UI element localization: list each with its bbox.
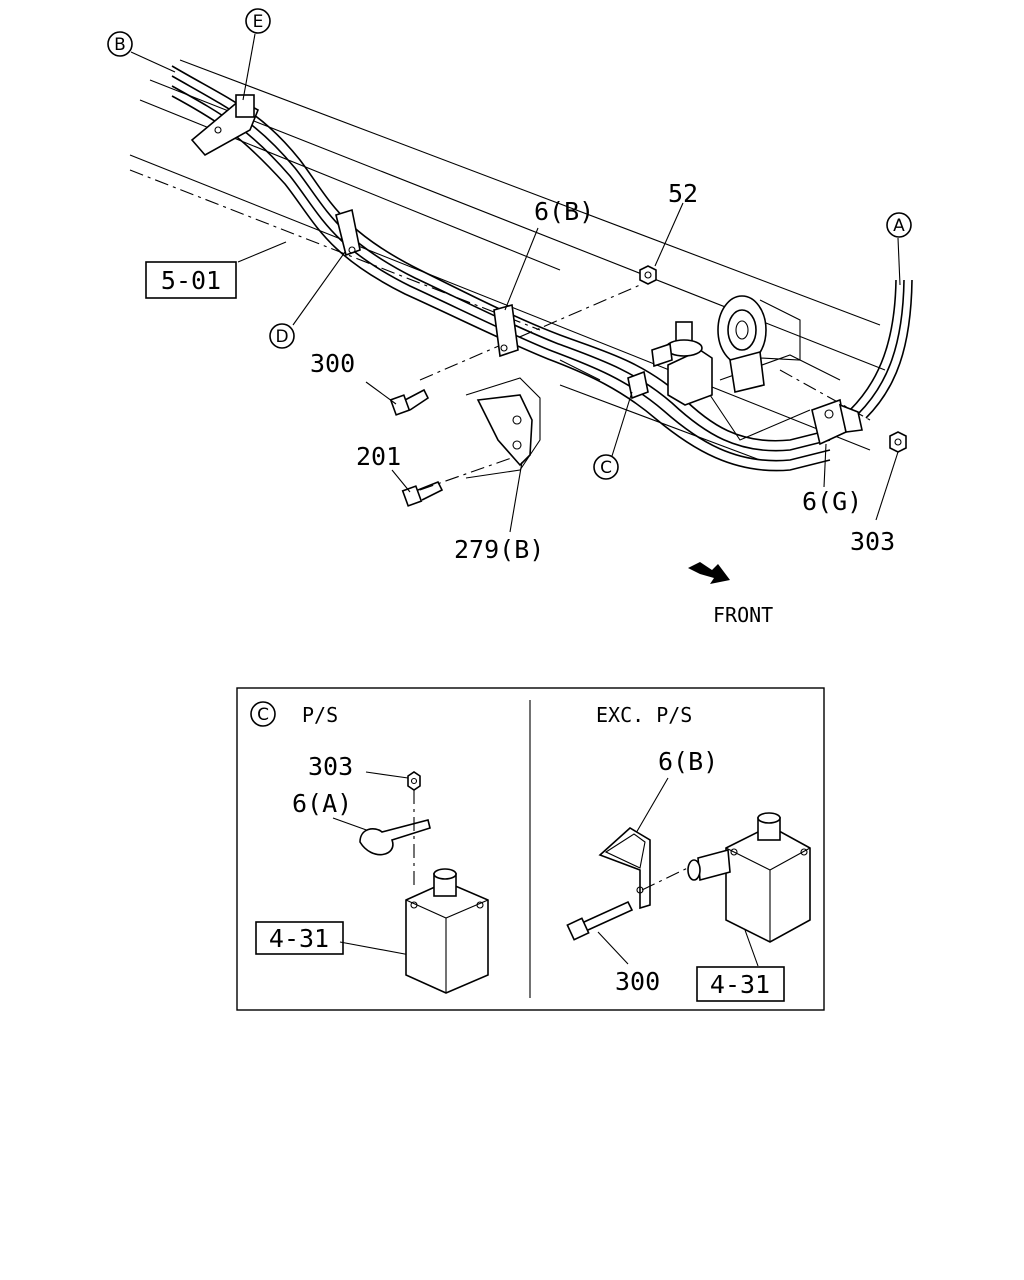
label-6b: 6(B) <box>534 197 594 226</box>
detail-right-parts <box>566 777 811 967</box>
callout-b: B <box>107 31 133 57</box>
label-6g: 6(G) <box>802 487 862 516</box>
callout-a: A <box>886 212 912 238</box>
bolt-201 <box>401 480 444 507</box>
label-303: 303 <box>850 527 895 556</box>
callout-d: D <box>269 323 295 349</box>
callout-c: C <box>593 454 619 480</box>
label-279b: 279(B) <box>454 535 544 564</box>
svg-text:C: C <box>600 458 612 478</box>
leader-lines <box>130 33 901 533</box>
detail-left-6a: 6(A) <box>292 789 352 818</box>
detail-left-ref-box: 4-31 <box>255 921 344 955</box>
valve-assembly <box>651 295 841 441</box>
detail-right-title: EXC. P/S <box>596 703 692 727</box>
label-52: 52 <box>668 179 698 208</box>
svg-text:C: C <box>257 705 269 725</box>
front-label: FRONT <box>713 603 773 627</box>
svg-text:B: B <box>114 35 126 55</box>
nut-303 <box>889 431 907 453</box>
pipe-bundle <box>171 65 913 472</box>
detail-right-ref-box: 4-31 <box>696 966 785 1002</box>
clip-6g <box>811 398 863 446</box>
svg-text:A: A <box>893 216 905 236</box>
clip-6b <box>493 303 519 358</box>
svg-text:5-01: 5-01 <box>161 266 221 295</box>
detail-left-parts <box>332 771 489 994</box>
callout-c-detail: C <box>250 701 276 727</box>
svg-text:4-31: 4-31 <box>710 970 770 999</box>
svg-text:E: E <box>253 12 264 32</box>
svg-text:4-31: 4-31 <box>269 924 329 953</box>
callout-e: E <box>245 8 271 34</box>
bolt-300 <box>389 388 430 416</box>
detail-right-300: 300 <box>615 967 660 996</box>
bracket-e <box>190 94 260 157</box>
detail-left-303: 303 <box>308 752 353 781</box>
nut-52 <box>639 265 657 285</box>
clip-c <box>627 370 649 400</box>
clip-d <box>335 208 361 257</box>
detail-right-6b: 6(B) <box>658 747 718 776</box>
bracket-279b <box>465 377 541 479</box>
svg-text:D: D <box>275 327 288 347</box>
ref-box-501: 5-01 <box>145 261 237 299</box>
label-201: 201 <box>356 442 401 471</box>
detail-left-title: P/S <box>302 703 338 727</box>
label-300: 300 <box>310 349 355 378</box>
front-arrow-icon <box>688 562 730 584</box>
